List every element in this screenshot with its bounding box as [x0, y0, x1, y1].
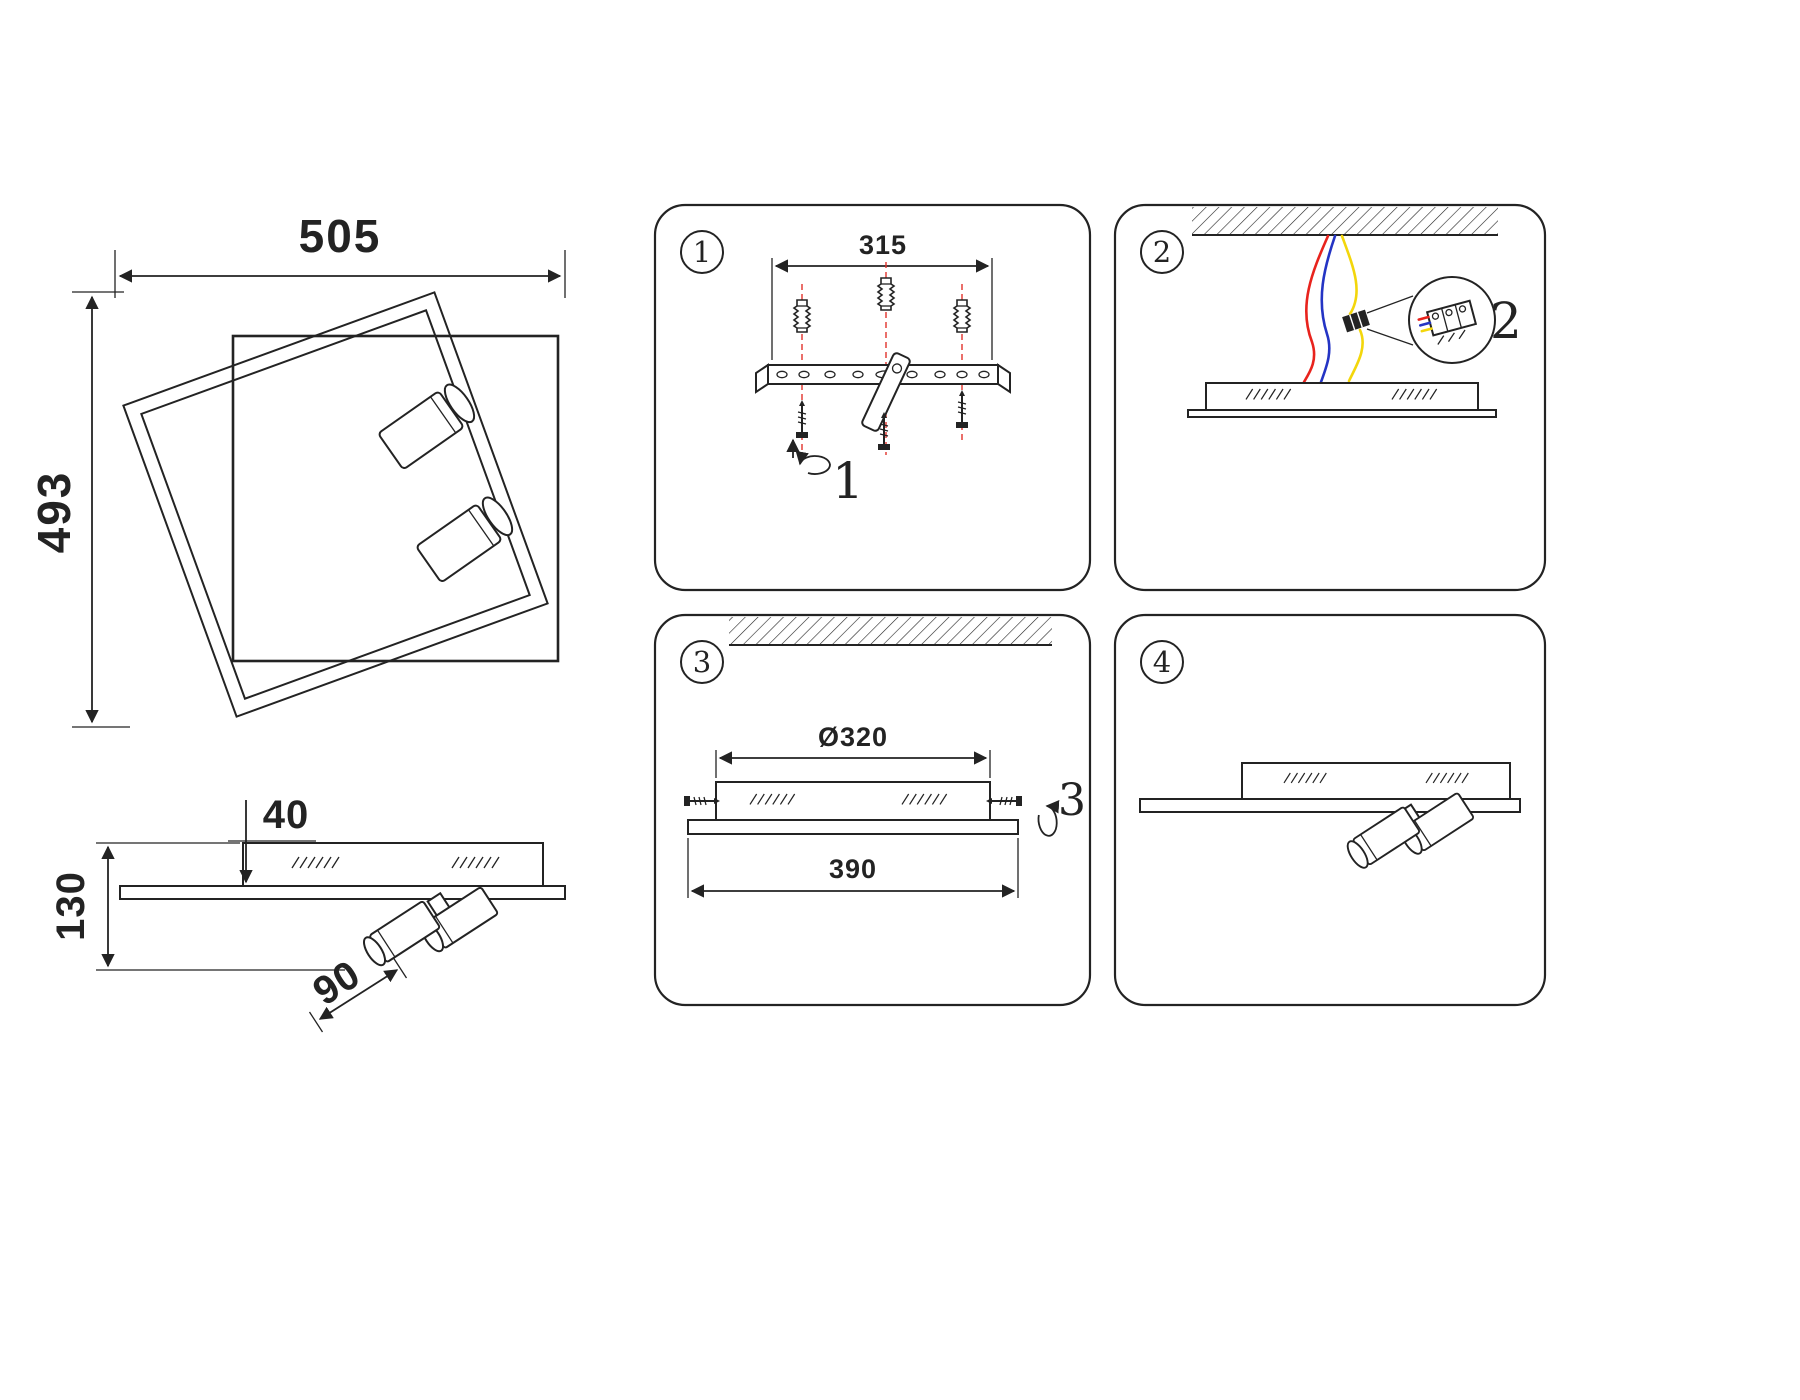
ceiling-hatch — [1192, 207, 1498, 236]
side-canopy — [242, 842, 544, 887]
plan-height-label: 493 — [28, 471, 80, 554]
side-view: 40 130 90 — [49, 793, 566, 1033]
dim-width-505: 505 — [114, 210, 566, 298]
step-2-badge-number: 2 — [1153, 235, 1171, 269]
step-4-badge — [1140, 640, 1184, 684]
wire-yellow — [1340, 234, 1358, 316]
base-plate — [1205, 382, 1479, 411]
step-4-panel: 4 — [1113, 613, 1547, 1007]
step-3-badge-number: 3 — [693, 645, 711, 679]
wire-blue — [1319, 234, 1337, 384]
plate-width-label: 390 — [829, 854, 877, 884]
step-1-badge-number: 1 — [693, 235, 711, 269]
assembled-fixture — [1139, 762, 1521, 872]
dim-height-493: 493 — [28, 291, 130, 728]
leader-line — [1366, 295, 1414, 314]
wall-anchor — [877, 277, 895, 311]
wall-anchor — [793, 299, 811, 333]
wire-red — [1302, 234, 1330, 384]
step-2-number: 2 — [1490, 292, 1522, 350]
leader-line — [1366, 328, 1414, 346]
dim-bracket-315: 315 — [771, 230, 993, 360]
step-3-panel: 3 Ø320 390 3 — [653, 613, 1092, 1007]
dim-spot-90: 90 — [305, 952, 408, 1033]
straight-frame-square — [231, 334, 560, 663]
mounting-bracket — [755, 363, 1011, 394]
step-2-panel: 2 — [1113, 203, 1547, 592]
base-diameter-label: Ø320 — [818, 722, 888, 752]
canopy-height-label: 40 — [263, 793, 310, 837]
wire-connector — [1342, 309, 1370, 333]
canopy-box — [715, 781, 991, 822]
step-1-panel: 1 315 — [653, 203, 1092, 592]
dim-base-320: Ø320 — [715, 722, 991, 778]
step-2-badge — [1140, 230, 1184, 274]
plan-spot-1 — [377, 379, 481, 471]
dim-plate-390: 390 — [687, 838, 1019, 898]
step-3-badge — [680, 640, 724, 684]
step-1-number: 1 — [832, 452, 864, 510]
terminal-detail-magnifier — [1408, 276, 1496, 364]
total-height-label: 130 — [49, 871, 93, 941]
step-1-badge — [680, 230, 724, 274]
swivel-strap — [861, 352, 911, 432]
plan-view: 505 493 — [28, 210, 566, 728]
side-spot-1 — [358, 899, 442, 970]
side-frame-plate — [119, 885, 566, 900]
bracket-width-label: 315 — [859, 230, 907, 260]
wall-anchor — [953, 299, 971, 333]
dim-canopy-40: 40 — [228, 793, 316, 884]
dim-total-130: 130 — [49, 842, 345, 971]
base-plate-flange — [1187, 409, 1497, 418]
canopy-box — [1241, 762, 1511, 800]
plan-width-label: 505 — [299, 210, 382, 262]
step-3-number: 3 — [1058, 775, 1086, 826]
ceiling-hatch — [729, 617, 1052, 646]
spot-length-label: 90 — [305, 952, 368, 1014]
plan-spot-2 — [415, 492, 519, 584]
frame-plate — [687, 819, 1019, 835]
step-4-badge-number: 4 — [1153, 645, 1171, 679]
wire-yellow — [1347, 328, 1364, 383]
